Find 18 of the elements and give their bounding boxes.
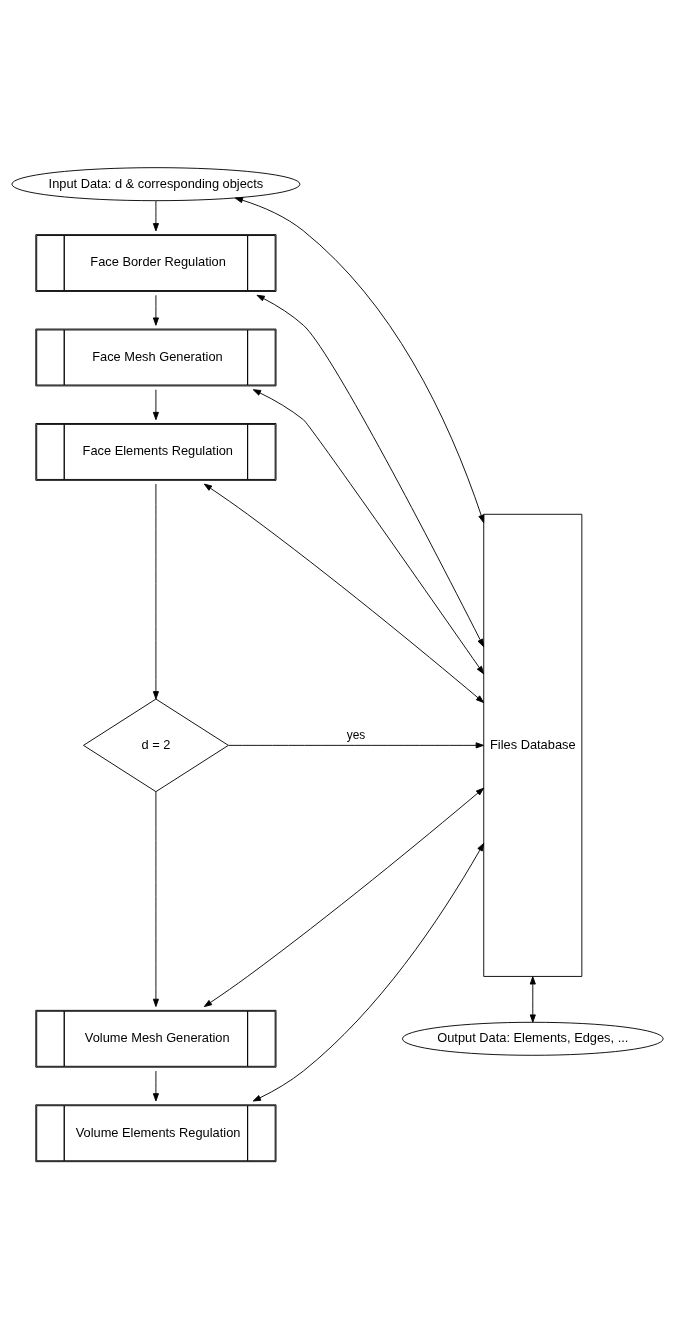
arrow: [529, 976, 536, 1023]
arrow: [234, 197, 485, 524]
arrow: [256, 294, 485, 648]
node-box: Files Database: [483, 513, 583, 977]
arrow: [152, 1070, 159, 1102]
arrow: [252, 389, 485, 675]
arrow: [203, 787, 485, 1008]
arrow: [152, 791, 159, 1007]
arrow: [152, 483, 159, 700]
arrow: [152, 389, 159, 421]
node-diamond: d = 2: [83, 698, 229, 793]
arrow: [203, 483, 485, 703]
arrow: [152, 200, 159, 232]
arrow: [252, 842, 485, 1102]
arrow: [228, 742, 484, 749]
arrow: [152, 294, 159, 326]
node-ellipse: Output Data: Elements, Edges, ...: [401, 1021, 664, 1056]
edge-label: yes: [346, 728, 366, 743]
